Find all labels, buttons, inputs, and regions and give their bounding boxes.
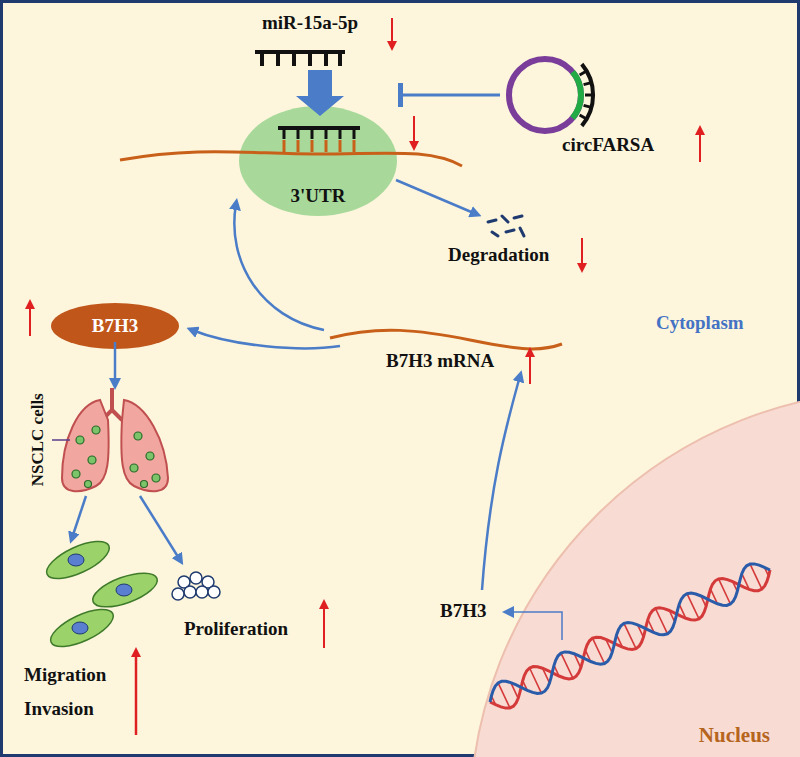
- down-arrow: [391, 18, 393, 46]
- dna-helix: [490, 564, 770, 708]
- up-arrow: [699, 130, 701, 162]
- gene-label: B7H3: [440, 600, 486, 622]
- up-arrow: [323, 604, 325, 648]
- effect-label: Invasion: [24, 698, 94, 720]
- block-arrow: [296, 70, 344, 116]
- nucleus-region: Nucleus: [440, 380, 800, 757]
- inhibition-connector: [400, 94, 500, 97]
- lungs: [62, 388, 168, 491]
- cell-arrow: [72, 496, 86, 538]
- mrna-strand: [330, 330, 562, 349]
- process-label: Degradation: [448, 244, 549, 266]
- node-outline: [440, 380, 800, 757]
- effect-label: Proliferation: [184, 618, 288, 640]
- degradation-arrow: [396, 180, 476, 214]
- node-text: Nucleus: [699, 723, 770, 747]
- down-arrow: [581, 238, 583, 268]
- up-arrow: [529, 352, 531, 384]
- utr-ellipse: 3'UTR: [238, 105, 398, 217]
- mirna-comb: [255, 52, 345, 66]
- fragments: [488, 216, 524, 236]
- cell-arrow: [140, 496, 180, 560]
- circrna-detail: [573, 64, 593, 126]
- proliferating-cells: [172, 572, 220, 600]
- node-text: 3'UTR: [291, 185, 346, 207]
- down-arrow: [413, 116, 415, 146]
- up-arrow: [135, 652, 138, 735]
- effect-label: Migration: [24, 664, 106, 686]
- leader-line: [52, 439, 70, 441]
- transcription-arrow: [482, 376, 520, 590]
- promoter-mark: [508, 612, 562, 640]
- migrating-cells: [42, 534, 162, 654]
- node-text: B7H3: [92, 315, 138, 337]
- up-arrow: [29, 304, 31, 336]
- mirna-label: miR-15a-5p: [262, 12, 358, 34]
- mrna-label: B7H3 mRNA: [386, 350, 494, 372]
- region-label: Cytoplasm: [656, 312, 744, 334]
- translation-arrow: [192, 330, 340, 348]
- cell-label: NSCLC cells: [28, 393, 48, 486]
- binding-arrow: [234, 204, 324, 330]
- bound-mirna: [120, 128, 462, 166]
- node-text: circFARSA: [562, 134, 654, 156]
- circrna-circle: circFARSA: [500, 52, 700, 152]
- lung-arrow: [114, 342, 117, 384]
